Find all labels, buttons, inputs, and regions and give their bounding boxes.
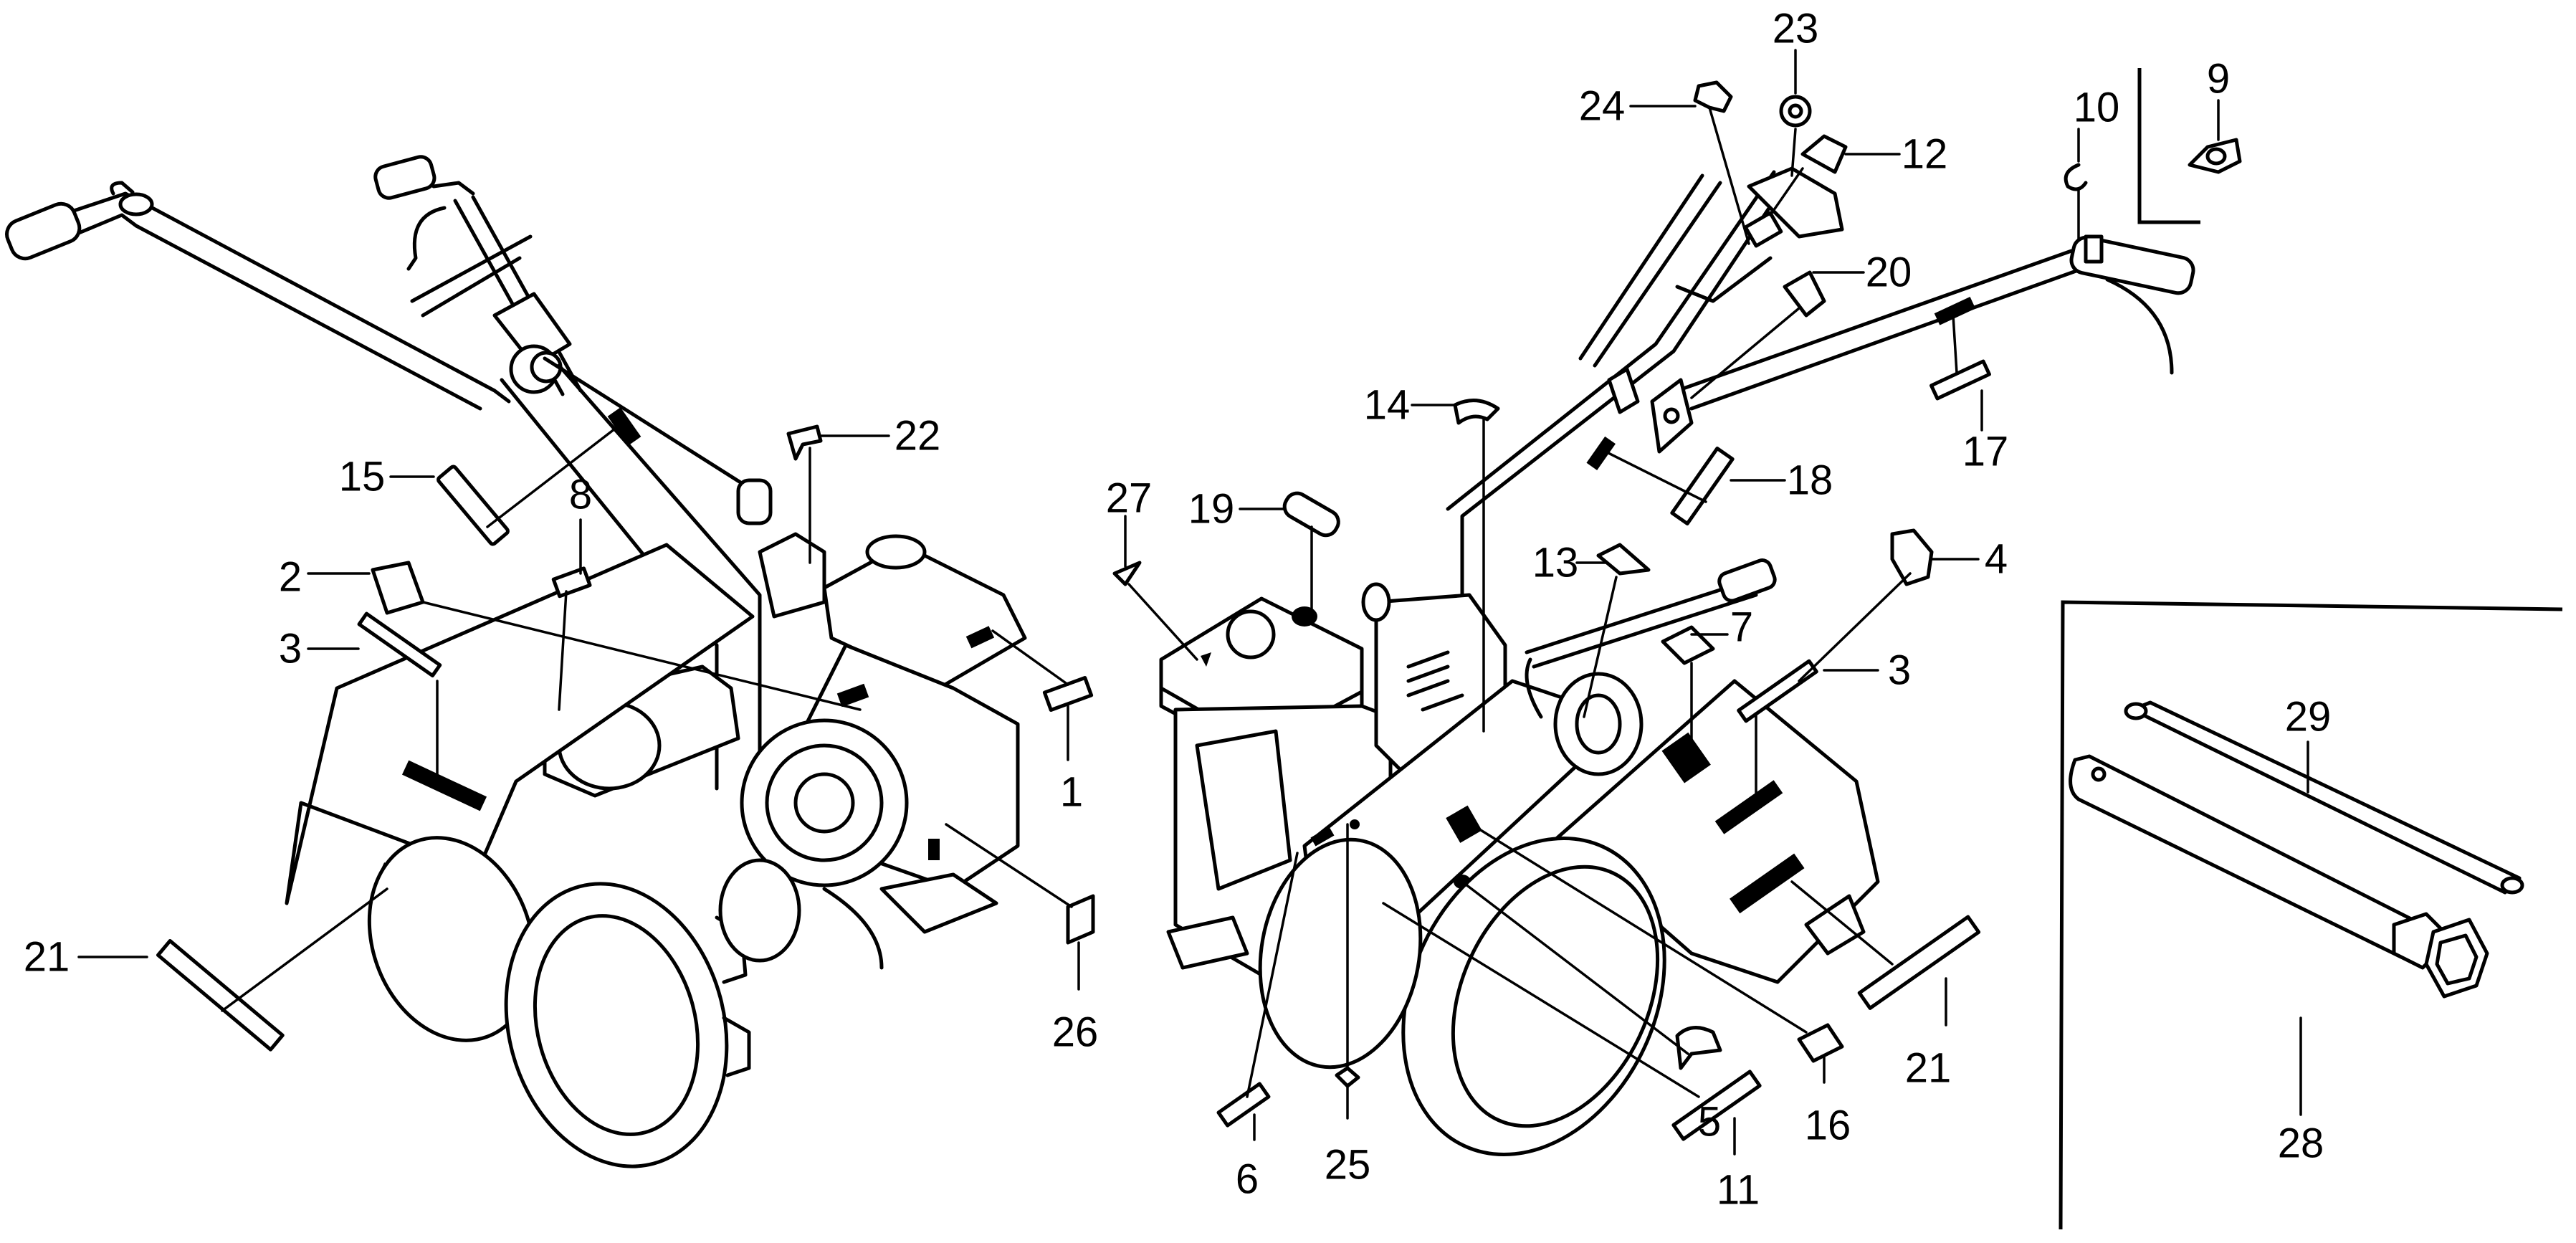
callout-9: 9	[2207, 56, 2230, 103]
callout-10: 10	[2074, 85, 2120, 131]
callout-23: 23	[1773, 6, 1819, 52]
decals	[156, 80, 2242, 1156]
callout-27: 27	[1106, 475, 1153, 522]
callout-2: 2	[279, 554, 302, 601]
callout-5: 5	[1698, 1099, 1721, 1146]
callout-16: 16	[1805, 1102, 1851, 1149]
left-engine	[285, 532, 1027, 1168]
callout-1: 1	[1060, 769, 1083, 816]
callout-25: 25	[1325, 1142, 1371, 1189]
callout-labels: 1 2 3 3 4 5 6 7 8 9 10 11 12 13 14 15 16…	[24, 6, 2332, 1214]
right-handlebar	[1446, 166, 2195, 683]
callout-11: 11	[1717, 1167, 1760, 1214]
callout-26: 26	[1052, 1009, 1099, 1056]
callout-6: 6	[1236, 1156, 1259, 1203]
wrench-handle-bar	[2124, 700, 2524, 895]
callout-8: 8	[569, 472, 592, 518]
right-tiller	[1159, 166, 2195, 1156]
callout-18: 18	[1787, 457, 1833, 504]
callout-4: 4	[1985, 536, 2008, 583]
right-engine	[1159, 558, 1880, 1156]
callout-15: 15	[339, 454, 386, 500]
callout-17: 17	[1962, 429, 2009, 475]
callout-12: 12	[1902, 131, 1948, 178]
spark-plug-wrench	[2069, 754, 2489, 999]
left-handlebar	[5, 155, 773, 791]
callout-7: 7	[1730, 604, 1753, 651]
callout-21-left: 21	[24, 934, 70, 981]
callout-13: 13	[1532, 540, 1579, 586]
callout-29: 29	[2285, 694, 2332, 740]
callout-14: 14	[1364, 382, 1411, 429]
callout-28: 28	[2278, 1120, 2324, 1167]
callout-3-left: 3	[279, 626, 302, 672]
callout-24: 24	[1579, 83, 1626, 130]
callout-22: 22	[895, 413, 941, 459]
inset-frame-tools	[2059, 600, 2563, 1230]
callout-19: 19	[1188, 486, 1235, 533]
callout-3-right: 3	[1888, 647, 1911, 694]
callout-21-right: 21	[1905, 1045, 1952, 1092]
left-tiller	[5, 155, 1027, 1168]
inset-frame-washer	[2137, 68, 2200, 224]
callout-20: 20	[1866, 249, 1912, 296]
